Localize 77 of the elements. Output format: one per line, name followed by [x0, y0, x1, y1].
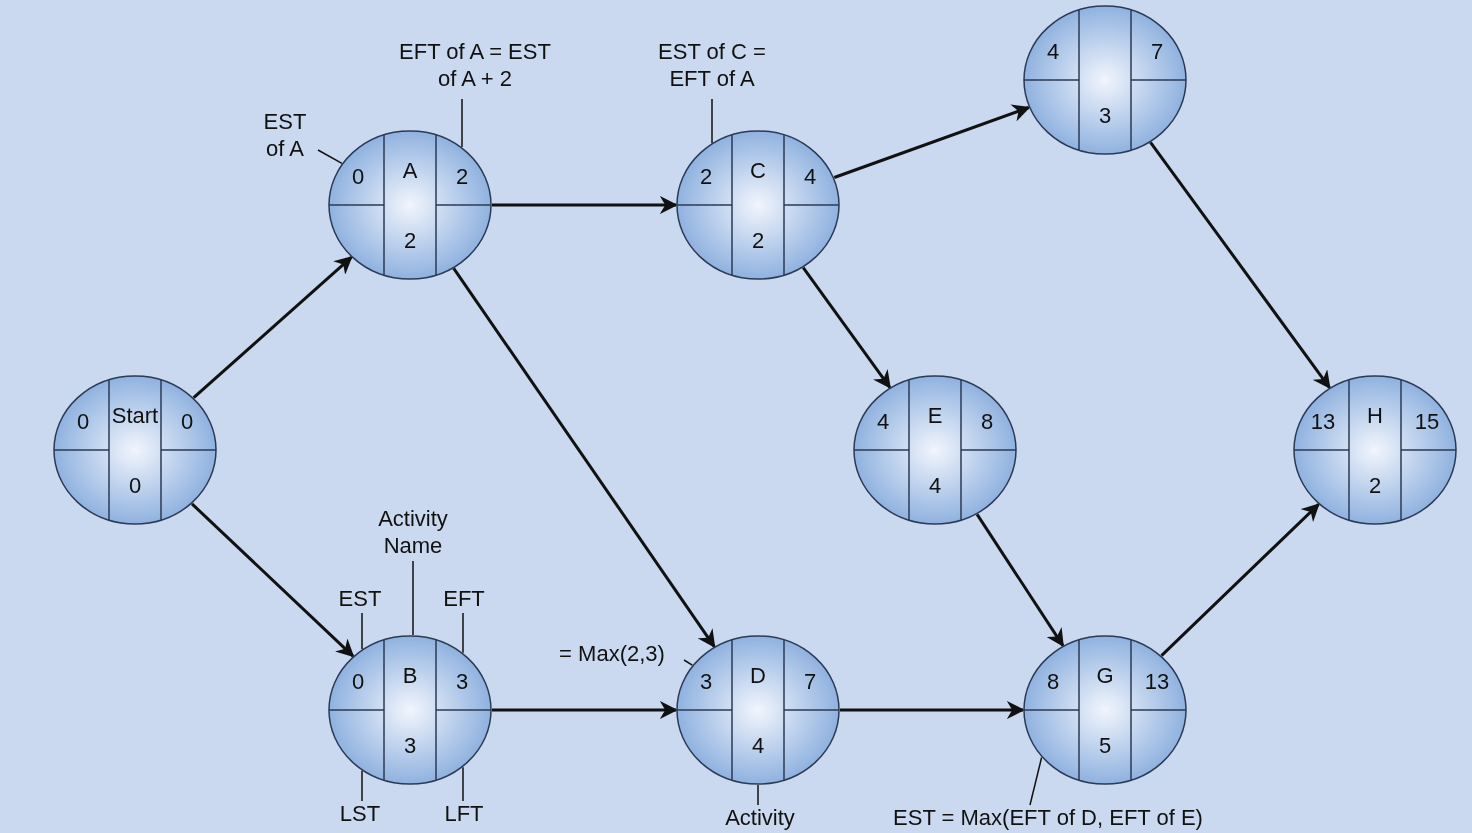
annotation-text: LST — [330, 800, 390, 827]
node-value: 4 — [1046, 40, 1060, 64]
activity-name: Start — [111, 404, 159, 428]
node-value: 4 — [876, 410, 890, 434]
activity-node — [676, 635, 840, 785]
leader-line — [757, 784, 759, 806]
node-value: 0 — [180, 410, 194, 434]
node-value: 13 — [1144, 670, 1170, 694]
annotation-text: = Max(2,3) — [542, 640, 682, 667]
node-value: 0 — [128, 474, 142, 498]
activity-name: B — [402, 664, 418, 688]
node-value: 3 — [699, 670, 713, 694]
leader-line — [461, 98, 463, 148]
annotation-text: Activity Name — [353, 505, 473, 559]
arrow — [492, 701, 678, 719]
annotation-text: EST of C = EFT of A — [649, 38, 775, 92]
node-value: 0 — [351, 165, 365, 189]
leader-line — [711, 98, 713, 144]
node-value: 3 — [403, 734, 417, 758]
arrow — [1149, 141, 1331, 390]
activity-name: E — [927, 404, 943, 428]
activity-name: C — [750, 159, 766, 183]
activity-node — [1023, 5, 1187, 155]
arrow — [1160, 503, 1320, 657]
node-value: 15 — [1414, 410, 1440, 434]
node-value: 7 — [803, 670, 817, 694]
leader-line — [462, 766, 464, 802]
node-value: 8 — [1046, 670, 1060, 694]
activity-name: D — [750, 664, 766, 688]
activity-name: A — [402, 159, 418, 183]
annotation-text: EFT of A = EST of A + 2 — [392, 38, 558, 92]
leader-line — [683, 659, 694, 666]
activity-node — [1023, 635, 1187, 785]
annotation-text: EST — [330, 585, 390, 612]
node-value: 4 — [803, 165, 817, 189]
annotation-text: Activity — [710, 804, 810, 831]
node-value: 13 — [1310, 410, 1336, 434]
node-value: 7 — [1150, 40, 1164, 64]
node-value: 4 — [751, 734, 765, 758]
node-value: 2 — [751, 229, 765, 253]
arrow — [840, 701, 1025, 719]
leader-line — [462, 612, 464, 654]
activity-node — [1293, 375, 1457, 525]
node-value: 0 — [351, 670, 365, 694]
arrow — [802, 266, 891, 389]
node-value: 2 — [699, 165, 713, 189]
arrow — [975, 513, 1065, 648]
activity-node — [53, 375, 217, 525]
annotation-text: EST of A — [257, 108, 313, 162]
activity-name: G — [1096, 664, 1114, 688]
annotation-text: EST = Max(EFT of D, EFT of E) — [838, 804, 1258, 831]
node-value: 2 — [1368, 474, 1382, 498]
node-value: 2 — [455, 165, 469, 189]
leader-line — [361, 612, 363, 650]
activity-node — [328, 130, 492, 280]
leader-line — [317, 149, 343, 165]
activity-node — [676, 130, 840, 280]
arrow — [833, 104, 1031, 179]
node-value: 3 — [455, 670, 469, 694]
arrow — [452, 267, 716, 649]
leader-line — [412, 560, 414, 636]
node-value: 4 — [928, 474, 942, 498]
node-value: 0 — [76, 410, 90, 434]
node-value: 3 — [1098, 104, 1112, 128]
annotation-text: LFT — [434, 800, 494, 827]
leader-line — [361, 770, 363, 802]
node-value: 8 — [980, 410, 994, 434]
node-value: 5 — [1098, 734, 1112, 758]
arrow — [492, 196, 678, 214]
annotation-text: EFT — [434, 585, 494, 612]
arrow — [190, 502, 355, 658]
leader-line — [1029, 756, 1043, 806]
activity-name: H — [1367, 404, 1383, 428]
arrow — [192, 256, 353, 399]
activity-node — [853, 375, 1017, 525]
node-value: 2 — [403, 229, 417, 253]
activity-node — [328, 635, 492, 785]
